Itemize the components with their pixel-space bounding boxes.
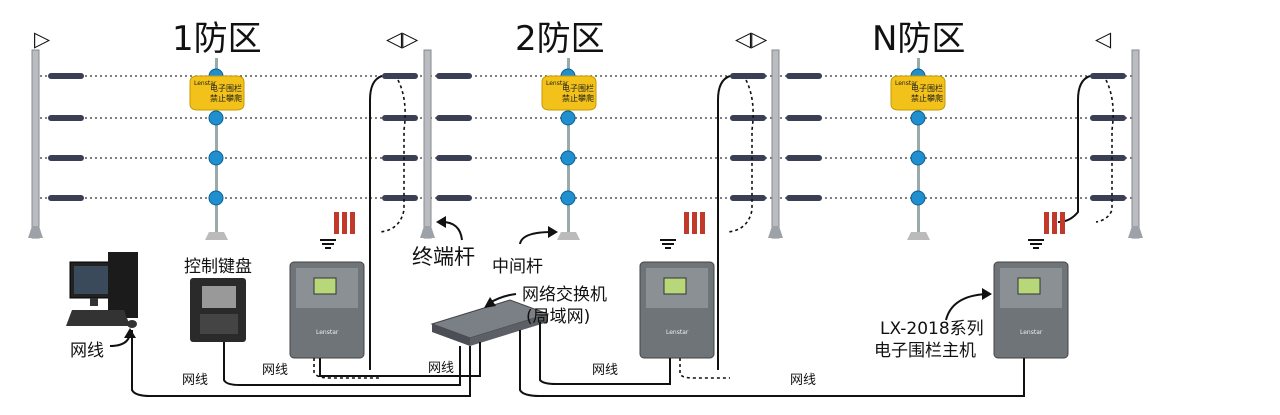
network-cable-label-4: 网线 (592, 363, 618, 378)
terminal-posts (28, 49, 1143, 239)
host-label-line1: LX-2018系列 (880, 319, 984, 339)
zone-2-end-marker: ◁▷ (735, 27, 768, 51)
surge-protector-1 (320, 212, 355, 249)
host-unit-n: Lenstar (993, 261, 1069, 359)
surge-protector-2 (660, 212, 705, 249)
middle-pole-label: 中间杆 (492, 257, 543, 277)
network-cable-label-1: 网线 (182, 373, 208, 388)
svg-text:Lenstar: Lenstar (546, 80, 569, 87)
svg-text:电子围栏: 电子围栏 (911, 83, 943, 93)
warning-sign-n: 电子围栏 禁止攀爬 Lenstar (890, 75, 946, 111)
zone-n-end-marker: ◁ (1095, 27, 1112, 51)
terminal-pole-label: 终端杆 (412, 245, 475, 269)
svg-text:Lenstar: Lenstar (1020, 329, 1043, 336)
surge-protector-n (1028, 212, 1065, 249)
zone-1-end-marker: ◁▷ (386, 27, 419, 51)
svg-text:Lenstar: Lenstar (666, 329, 689, 336)
control-keyboard-device (190, 278, 246, 342)
host-label-line2: 电子围栏主机 (874, 341, 976, 361)
switch-label-line1: 网络交换机 (522, 285, 607, 305)
host-unit-2: Lenstar (639, 261, 715, 359)
network-switch-device (430, 299, 550, 346)
host-unit-1: Lenstar (289, 261, 365, 359)
lead-cables (369, 75, 1114, 370)
svg-text:Lenstar: Lenstar (194, 80, 217, 87)
network-cable-label-5: 网线 (790, 373, 816, 388)
callout-arrows (109, 216, 992, 347)
svg-text:禁止攀爬: 禁止攀爬 (562, 93, 594, 103)
svg-text:禁止攀爬: 禁止攀爬 (210, 93, 242, 103)
svg-text:禁止攀爬: 禁止攀爬 (911, 93, 943, 103)
svg-text:Lenstar: Lenstar (895, 80, 918, 87)
middle-pole-2 (557, 58, 580, 240)
wire-insulators (48, 73, 1126, 201)
svg-text:电子围栏: 电子围栏 (210, 83, 242, 93)
computer-icon (66, 252, 138, 328)
warning-sign-2: 电子围栏 禁止攀爬 Lenstar (541, 75, 597, 111)
zone-1-title: 1防区 (172, 19, 262, 59)
svg-text:电子围栏: 电子围栏 (562, 83, 594, 93)
switch-label-line2: (局域网) (526, 307, 590, 327)
network-cable-label-2: 网线 (262, 363, 288, 378)
middle-pole-n (907, 58, 930, 240)
keyboard-label: 控制键盘 (184, 257, 252, 277)
zone-1-start-marker: ▷ (34, 27, 51, 51)
zone-2-title: 2防区 (515, 19, 605, 59)
svg-text:Lenstar: Lenstar (316, 329, 339, 336)
network-cables (131, 322, 1025, 397)
warning-sign-1: 电子围栏 禁止攀爬 Lenstar (189, 75, 245, 111)
network-cable-label-3: 网线 (428, 361, 454, 376)
zone-n-title: N防区 (872, 19, 965, 59)
network-cable-label-pc: 网线 (70, 341, 104, 361)
